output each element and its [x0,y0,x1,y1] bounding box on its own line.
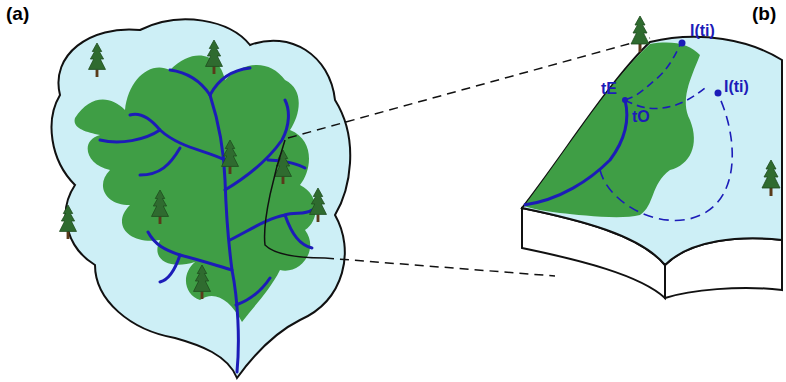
input-label: I(ti) [690,22,715,40]
tree [206,40,223,74]
tree [194,265,211,299]
time-label: tE [601,80,617,98]
points [622,40,722,104]
tree [222,140,239,174]
tree [762,160,780,196]
input-label: I(ti) [724,78,749,96]
tree [631,16,649,52]
tree [89,43,106,77]
stream [524,100,627,205]
river-network [100,68,312,372]
tree [310,188,327,222]
flow-paths [600,45,732,220]
panel-label: (a) [6,4,29,25]
zoom-region [265,140,325,258]
time-label: tO [632,108,650,126]
riparian-zone [75,56,316,322]
panel-label: (b) [752,4,776,25]
tree [152,190,169,224]
block-top [522,37,782,265]
tree [60,205,77,239]
catchment-outline [52,19,351,378]
